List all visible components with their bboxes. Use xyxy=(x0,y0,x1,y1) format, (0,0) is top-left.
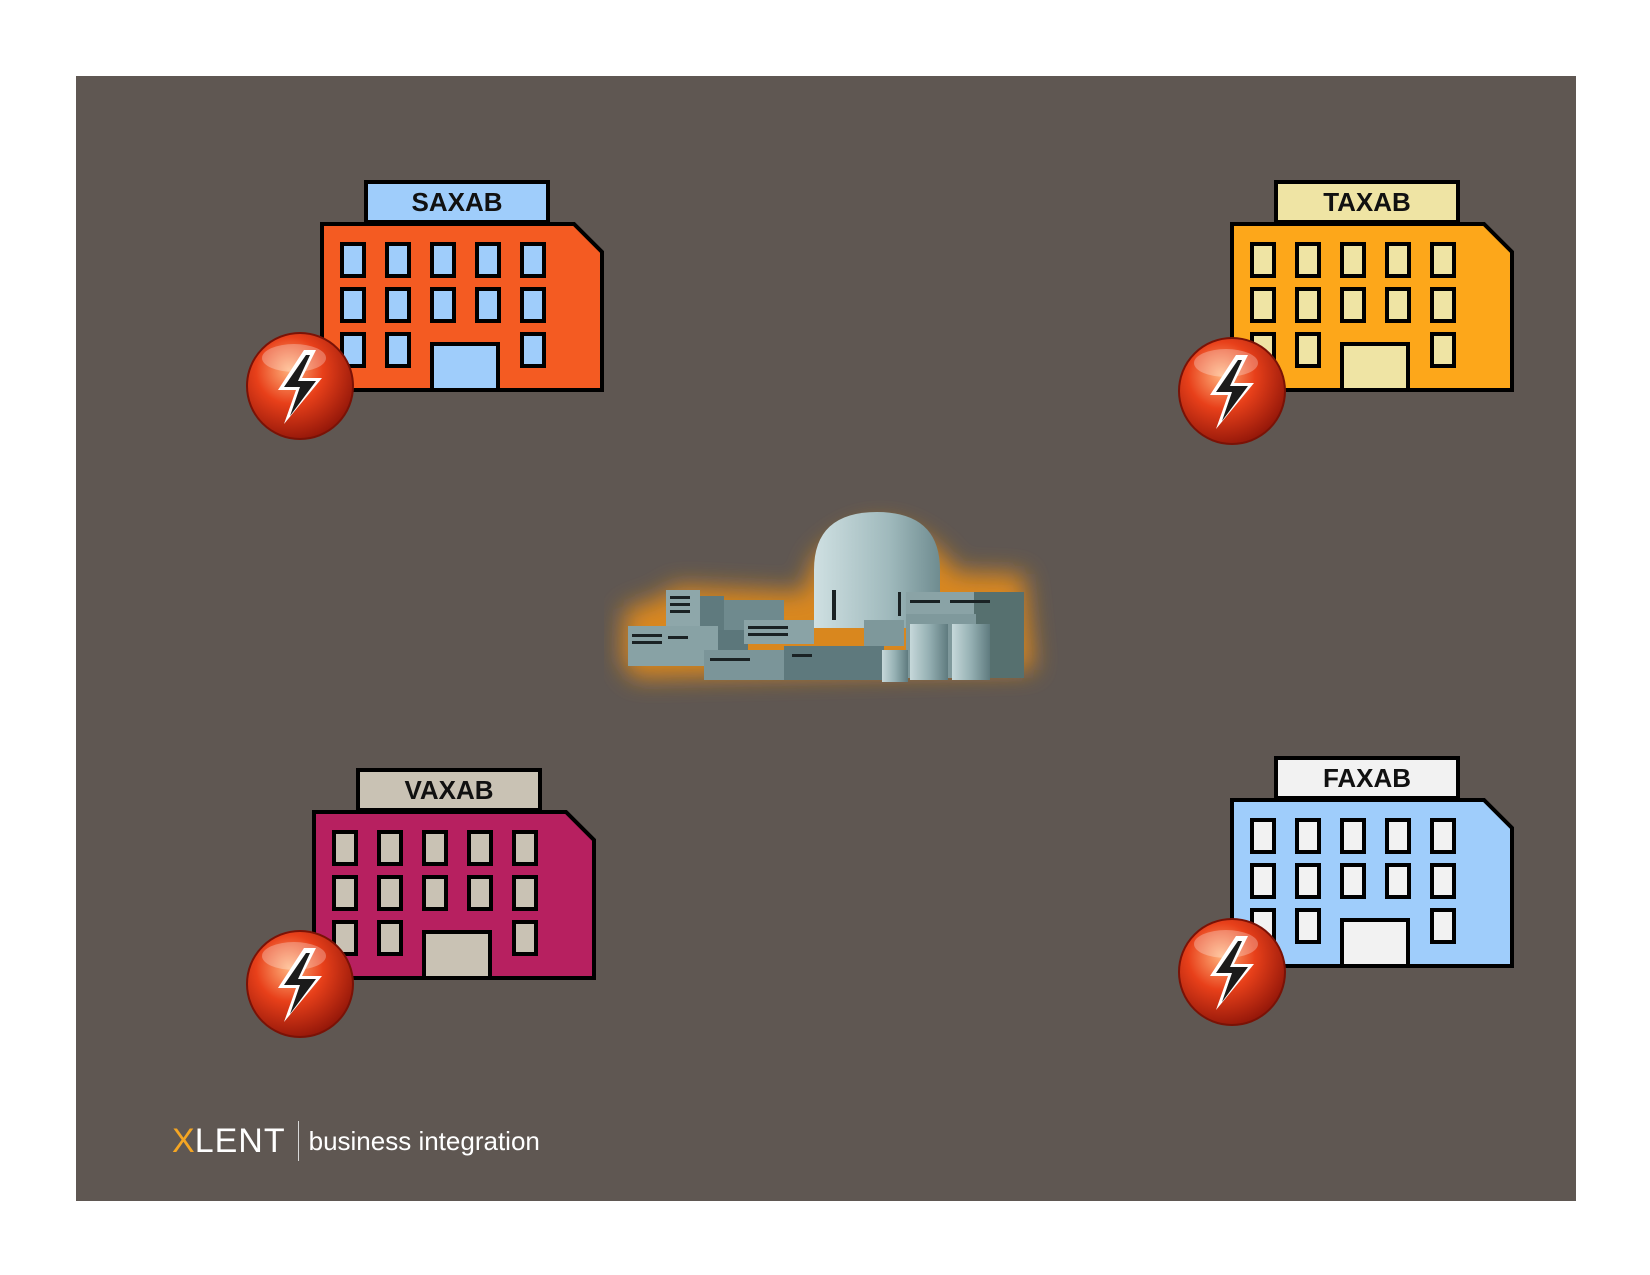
building-label: FAXAB xyxy=(1322,762,1412,793)
logo-mark-x: X xyxy=(172,1121,195,1160)
building-label: SAXAB xyxy=(411,186,503,217)
lightning-bolt-icon xyxy=(1178,918,1286,1026)
building-saxab: SAXAB xyxy=(246,180,626,480)
building-sign: SAXAB xyxy=(364,180,550,224)
building-sign: FAXAB xyxy=(1274,756,1460,800)
logo-mark-rest: LENT xyxy=(194,1121,286,1160)
office-building-icon xyxy=(312,810,596,980)
slide-canvas: SAXAB TAXAB VAXAB FAXAB xyxy=(76,76,1576,1201)
logo-separator xyxy=(297,1121,299,1161)
building-faxab: FAXAB xyxy=(1156,756,1536,1056)
building-label: TAXAB xyxy=(1323,186,1411,217)
building-label: VAXAB xyxy=(404,774,494,805)
lightning-bolt-icon xyxy=(1178,337,1286,445)
lightning-bolt-icon xyxy=(246,332,354,440)
logo-tagline: business integration xyxy=(308,1125,540,1156)
power-plant-icon xyxy=(622,512,1034,682)
lightning-bolt-icon xyxy=(246,930,354,1038)
office-building-icon xyxy=(320,222,604,392)
building-taxab: TAXAB xyxy=(1156,180,1536,480)
building-vaxab: VAXAB xyxy=(238,768,618,1068)
building-sign: VAXAB xyxy=(356,768,542,812)
building-sign: TAXAB xyxy=(1274,180,1460,224)
office-building-icon xyxy=(1230,798,1514,968)
